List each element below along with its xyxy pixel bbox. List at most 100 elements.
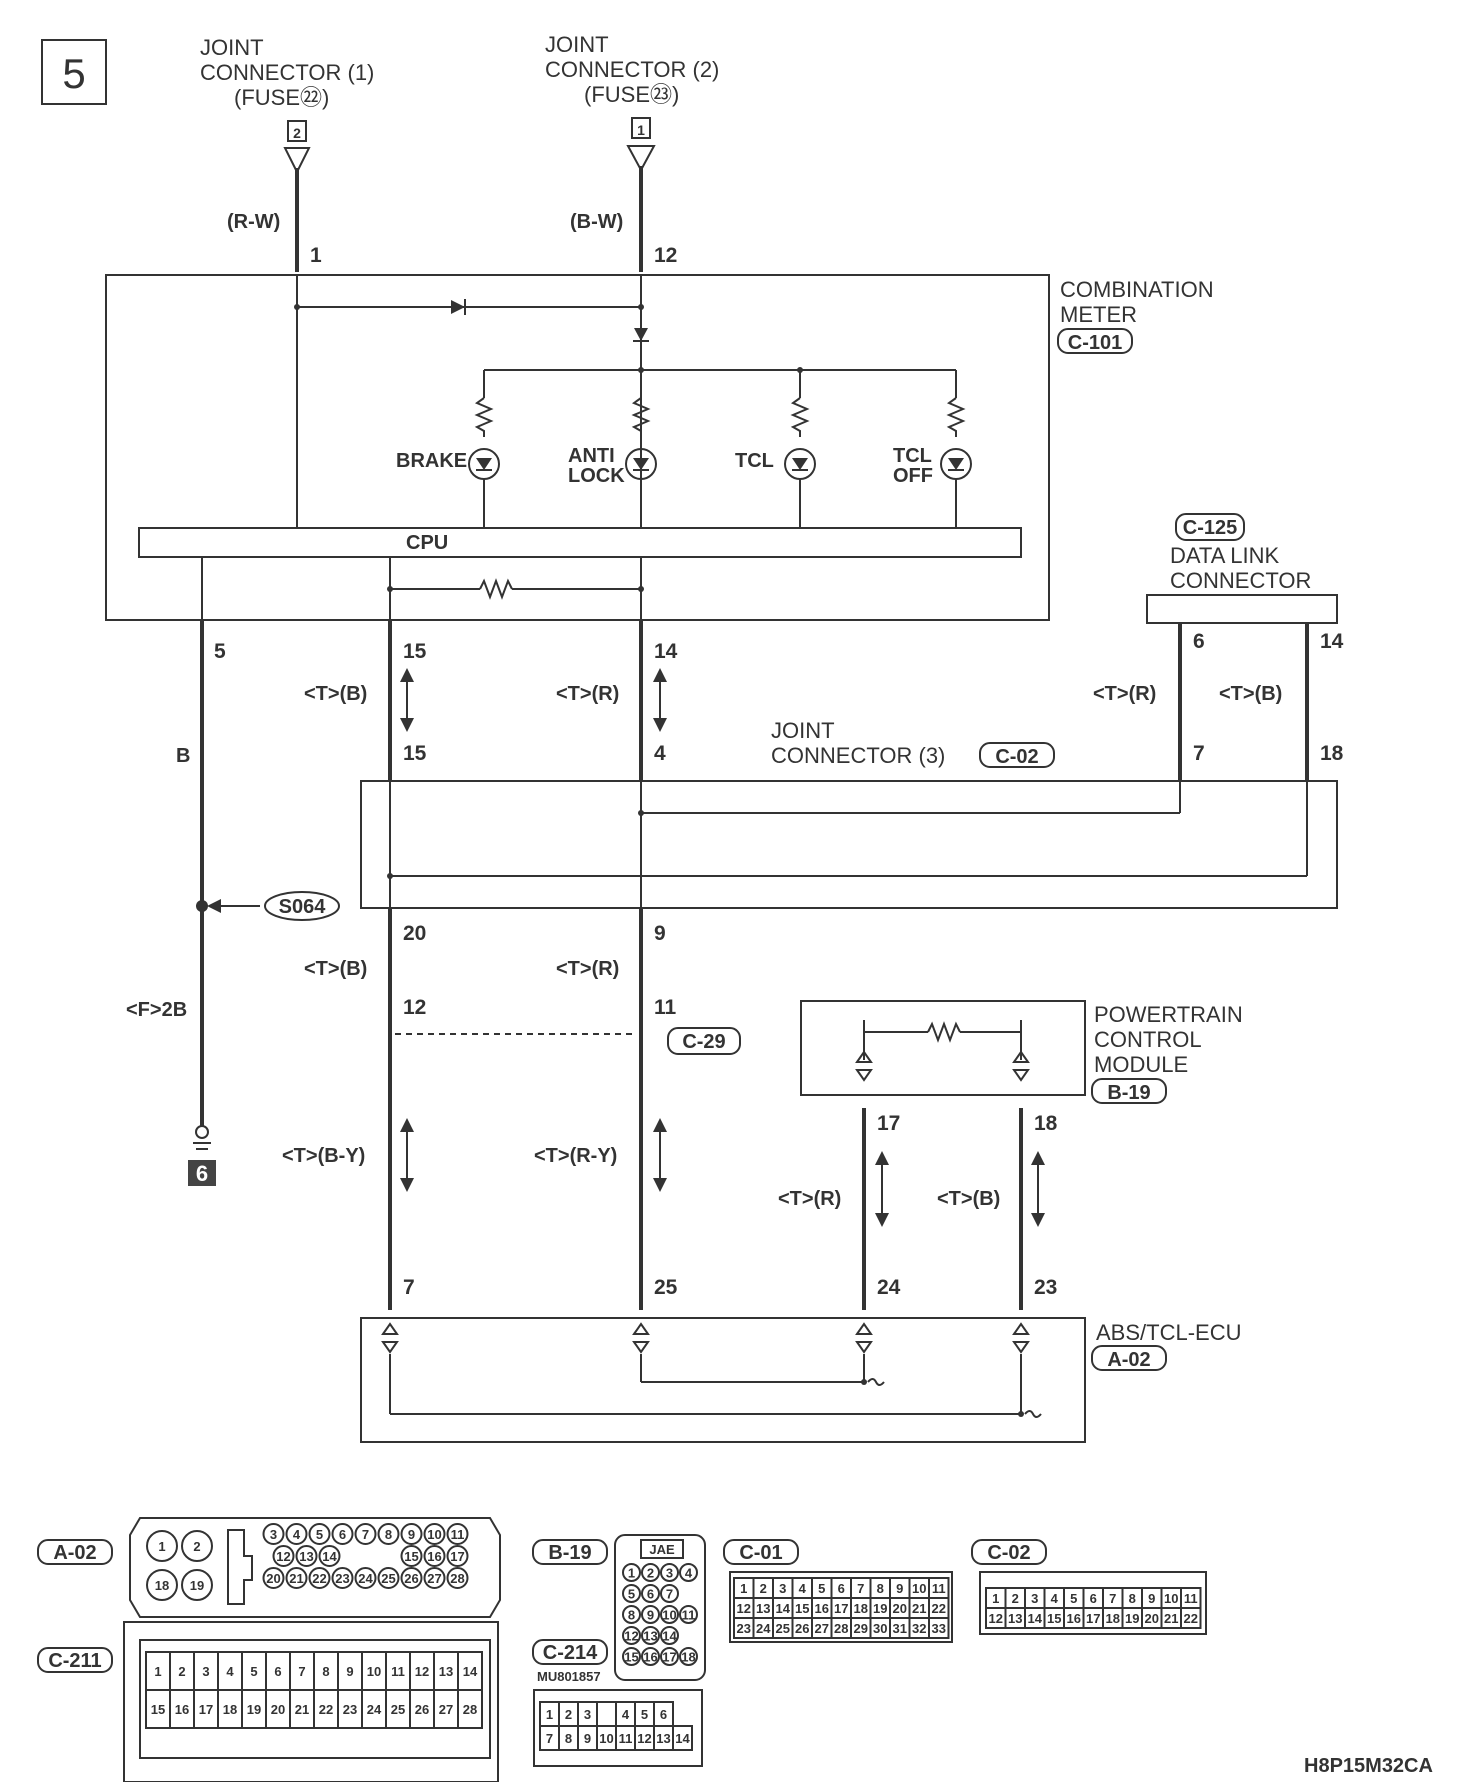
a02-pin-label: 10 xyxy=(427,1527,441,1542)
c211-pin-label: 19 xyxy=(247,1702,261,1717)
a02-pin-label: 3 xyxy=(270,1527,277,1542)
a02-pin-label: 11 xyxy=(451,1527,465,1542)
meter-line-2: METER xyxy=(1060,302,1137,327)
a02-pin-label: 5 xyxy=(316,1527,323,1542)
b19-cell xyxy=(622,1563,641,1582)
cpu-block xyxy=(138,527,1022,558)
a02-cell xyxy=(400,1545,423,1567)
b19-cell xyxy=(660,1584,679,1603)
b19-brand: JAE xyxy=(649,1542,675,1557)
combination-meter-box xyxy=(105,274,1050,621)
c02-pin-label: 16 xyxy=(1067,1611,1081,1626)
pin-12: 12 xyxy=(654,244,677,267)
b19-cell xyxy=(660,1626,679,1645)
c01-pin-label: 25 xyxy=(776,1621,790,1636)
lamp-anti-lock-label-1: ANTI xyxy=(568,445,615,467)
jc2-line-2: CONNECTOR (2) xyxy=(545,57,719,82)
a02-cell xyxy=(446,1523,469,1545)
c214-cell xyxy=(672,1725,693,1751)
c01-pin-label: 16 xyxy=(815,1601,829,1616)
a02-cell xyxy=(446,1545,469,1567)
a02-cell xyxy=(423,1545,446,1567)
b19-cell xyxy=(660,1563,679,1582)
b19-pin-label: 1 xyxy=(628,1566,635,1581)
c214-pin-label: 12 xyxy=(637,1731,651,1746)
c01-pin-label: 17 xyxy=(834,1601,848,1616)
wire-label-tb-2: <T>(B) xyxy=(304,958,367,980)
pin-23: 23 xyxy=(1034,1276,1057,1299)
jc3-box xyxy=(360,780,1338,909)
a02-pin-label: 15 xyxy=(404,1549,418,1564)
jc1-line-2: CONNECTOR (1) xyxy=(200,60,374,85)
page-number-badge: 5 xyxy=(41,39,107,105)
c214-pin-label: 13 xyxy=(656,1731,670,1746)
c01-pin-label: 22 xyxy=(932,1601,946,1616)
b19-cell xyxy=(622,1647,641,1666)
c29-id: C-29 xyxy=(682,1031,725,1053)
c02-pin-label: 20 xyxy=(1145,1611,1159,1626)
b19-cell xyxy=(641,1626,660,1645)
a02-cell xyxy=(272,1545,295,1567)
b19-cell xyxy=(679,1647,698,1666)
b19-pin-label: 16 xyxy=(643,1650,657,1665)
a02-cell xyxy=(354,1523,377,1545)
b19-cell xyxy=(641,1563,660,1582)
c211-pin-label: 2 xyxy=(178,1664,185,1679)
a02-pin-label: 7 xyxy=(362,1527,369,1542)
a02-pin-label: 6 xyxy=(339,1527,346,1542)
pin-17: 17 xyxy=(877,1112,900,1135)
b19-cell xyxy=(622,1626,641,1645)
b19-pin-label: 5 xyxy=(628,1587,635,1602)
c02-pin-label: 6 xyxy=(1090,1591,1097,1606)
a02-cell xyxy=(262,1523,285,1545)
c214-pin-label: 9 xyxy=(584,1731,591,1746)
svg-text:19: 19 xyxy=(190,1578,204,1593)
pcm-line-2: CONTROL xyxy=(1094,1027,1202,1052)
a02-cell xyxy=(295,1545,318,1567)
c02-view-id: C-02 xyxy=(987,1542,1030,1564)
c01-pin-label: 33 xyxy=(932,1621,946,1636)
lamp-tcl-off-label-2: OFF xyxy=(893,465,933,487)
ground-ref: 6 xyxy=(196,1161,208,1186)
lamp-anti-lock: ANTI LOCK xyxy=(568,370,657,487)
pin-7-jc3: 7 xyxy=(1193,742,1205,765)
c01-pin-label: 2 xyxy=(760,1581,767,1596)
a02-cell xyxy=(331,1567,354,1589)
joint-connector-2: JOINT CONNECTOR (2) (FUSE㉓) 1 xyxy=(545,32,719,139)
wire-label-tr-1: <T>(R) xyxy=(556,683,619,705)
b19-pin-label: 6 xyxy=(647,1587,654,1602)
lamp-brake-label: BRAKE xyxy=(396,450,467,472)
c01-pin-label: 5 xyxy=(818,1581,825,1596)
splice-id: S064 xyxy=(279,896,327,918)
b19-cell xyxy=(622,1584,641,1603)
c211-pin-label: 26 xyxy=(415,1702,429,1717)
pin-15-meter: 15 xyxy=(403,640,427,663)
jc3-line-1: JOINT xyxy=(771,718,835,743)
pcm-resistor xyxy=(927,1021,961,1043)
jc3-id: C-02 xyxy=(995,746,1038,768)
pin-18-jc3: 18 xyxy=(1320,742,1344,765)
wire-label-tr-3: <T>(R) xyxy=(778,1188,841,1210)
c01-pin-label: 27 xyxy=(815,1621,829,1636)
b19-pin-label: 10 xyxy=(662,1608,676,1623)
a02-pin-label: 8 xyxy=(385,1527,392,1542)
c211-pin-label: 13 xyxy=(439,1664,453,1679)
c02-pin-label: 9 xyxy=(1148,1591,1155,1606)
wire-label-tby: <T>(B-Y) xyxy=(282,1145,365,1167)
pcm-line-1: POWERTRAIN xyxy=(1094,1002,1243,1027)
ground-wire-label: <F>2B xyxy=(126,999,187,1021)
c01-pin-label: 26 xyxy=(795,1621,809,1636)
lamp-tcl-off-label-1: TCL xyxy=(893,445,932,467)
c01-pin-label: 20 xyxy=(893,1601,907,1616)
c211-view-id: C-211 xyxy=(48,1650,101,1672)
a02-cell xyxy=(308,1523,331,1545)
wire-label-tr-2: <T>(R) xyxy=(556,958,619,980)
jc2-terminal-arrow xyxy=(626,145,656,173)
pin-15-jc3: 15 xyxy=(403,742,427,765)
lamp-brake: BRAKE xyxy=(396,370,500,528)
b19-cell xyxy=(660,1605,679,1624)
b19-pin-label: 3 xyxy=(666,1566,673,1581)
